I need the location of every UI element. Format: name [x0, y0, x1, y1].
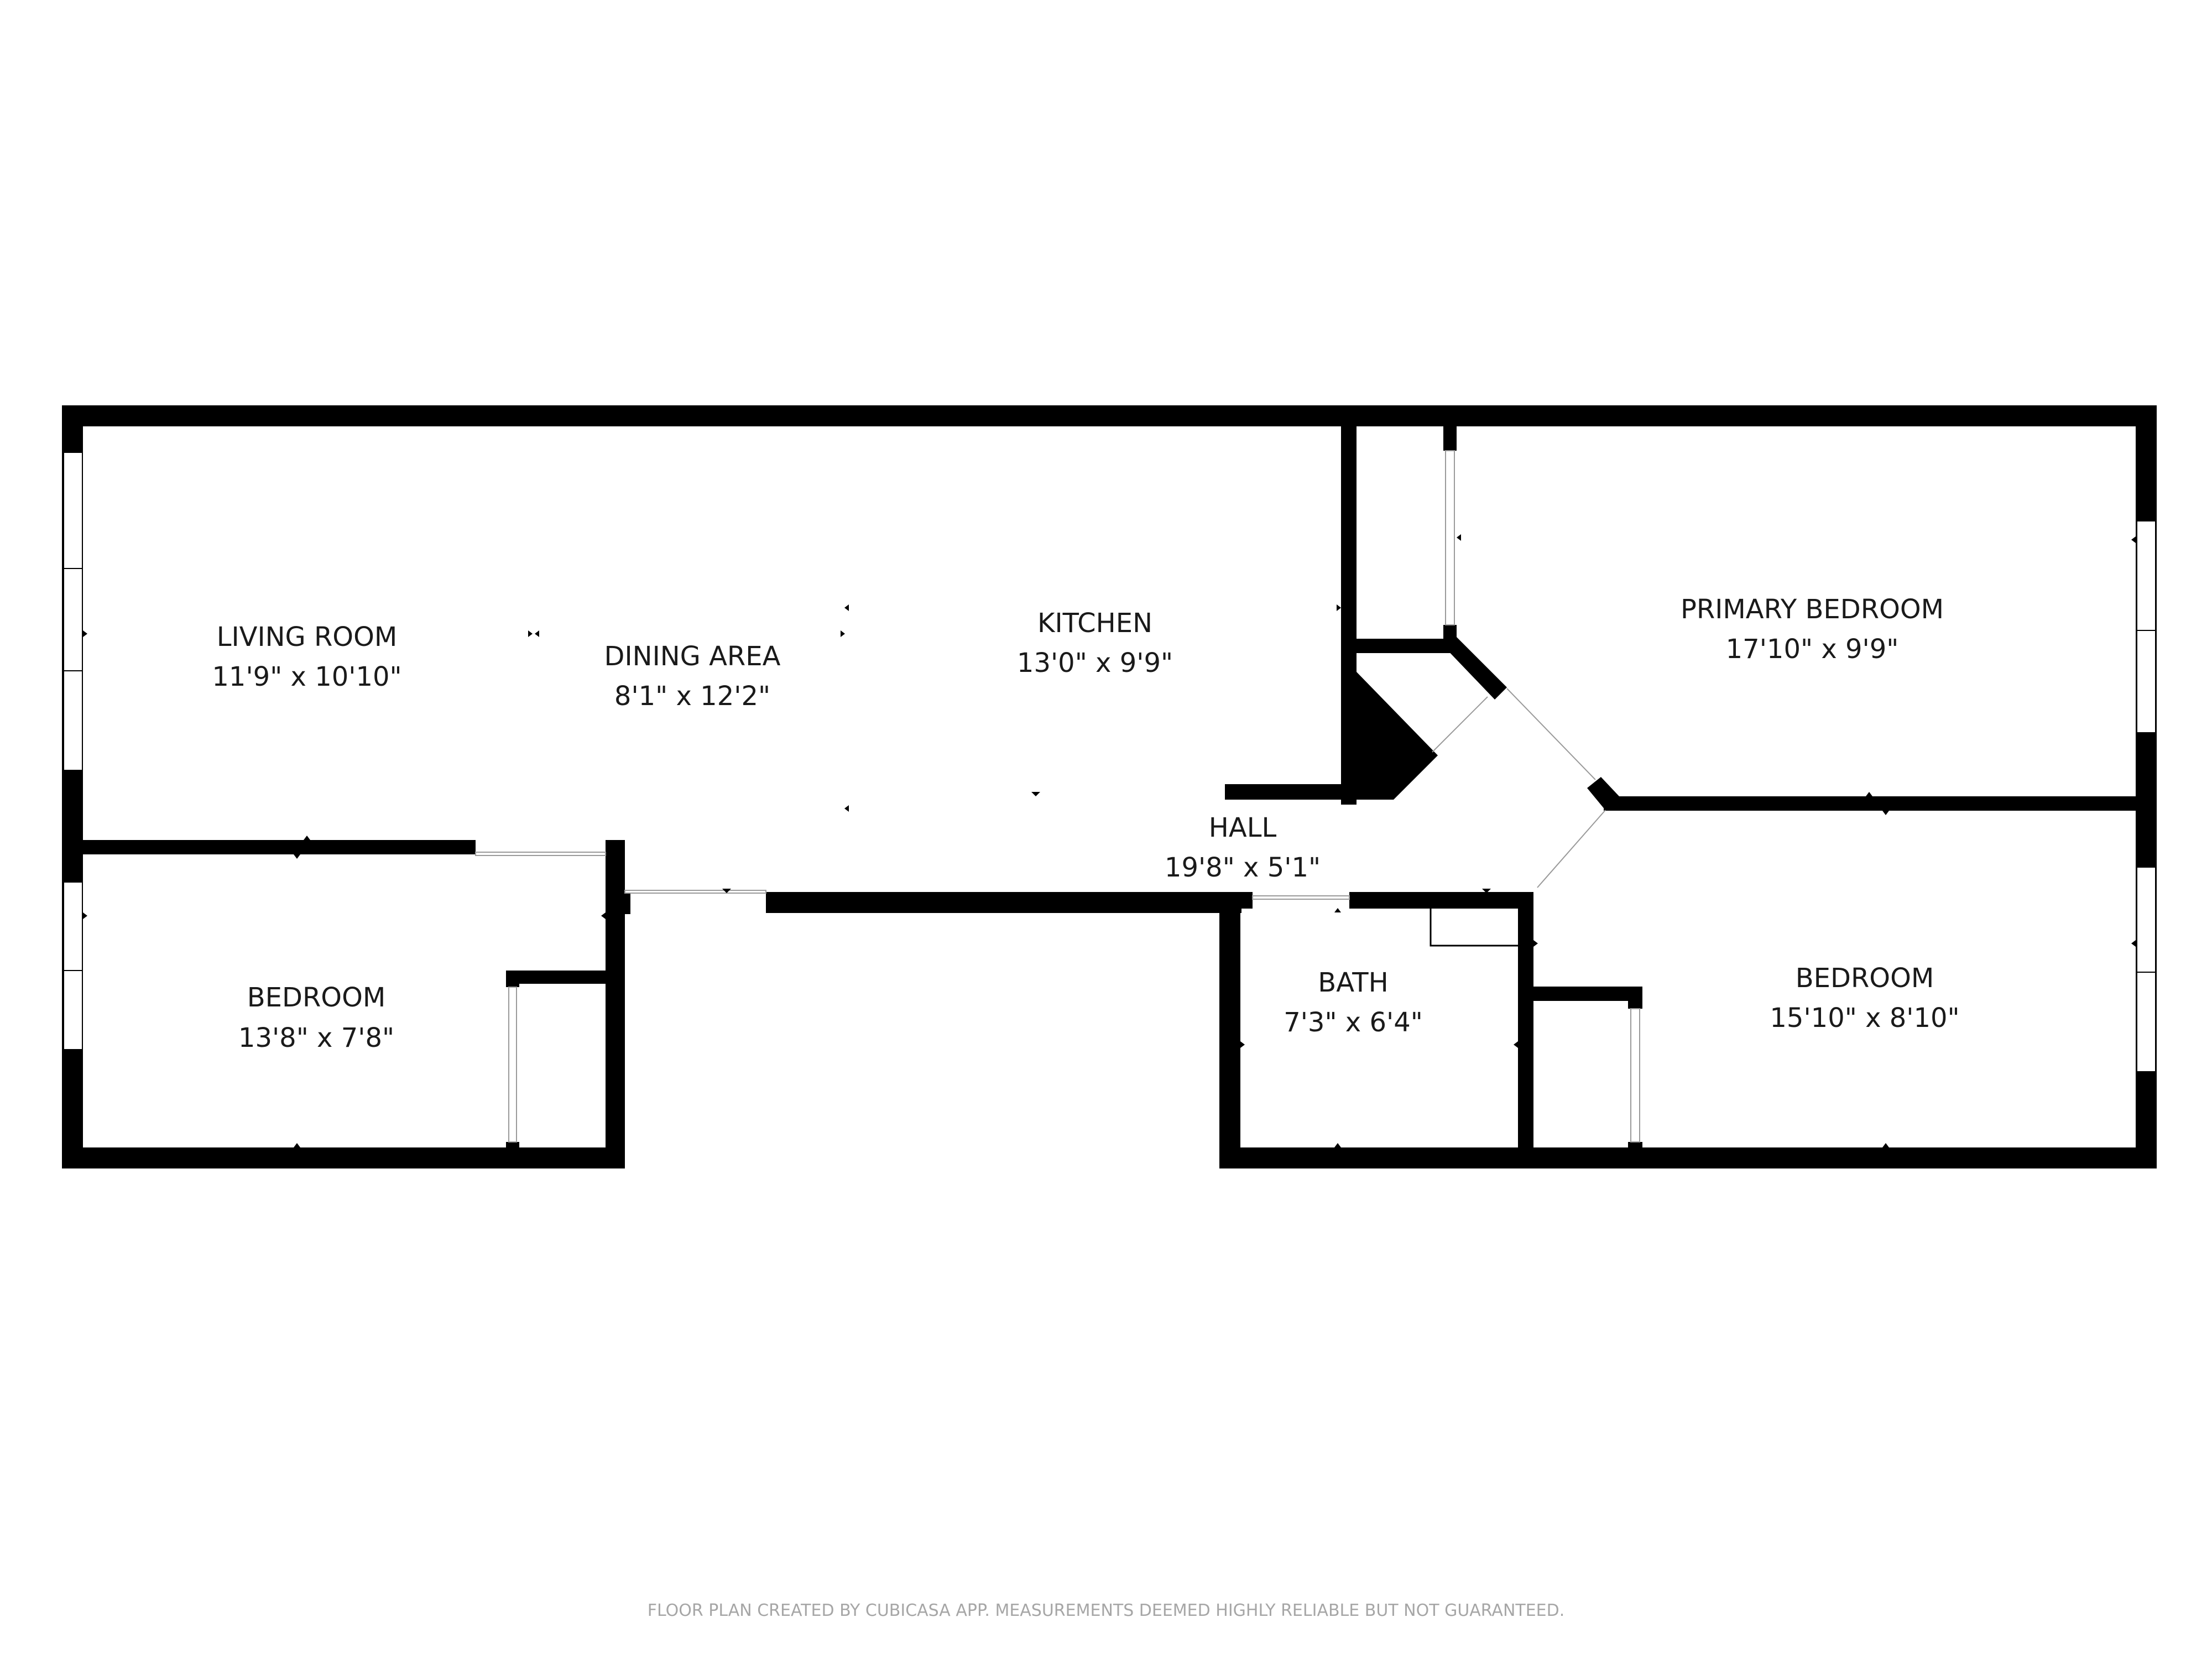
wall-bath-top-b [1349, 892, 1529, 909]
window-bedroom-right-2 [2136, 972, 2156, 1072]
wall-primary-bedroom [1604, 796, 2136, 811]
marker [1337, 604, 1341, 611]
walls [62, 405, 2157, 1168]
window-living-1 [63, 452, 83, 569]
marker [1482, 889, 1491, 893]
living-room-name: LIVING ROOM [217, 622, 398, 653]
dimension-markers [83, 422, 2136, 1147]
marker [1533, 940, 1538, 947]
window-bedroom-right-1 [2136, 867, 2156, 973]
wall-bottom-left [62, 1147, 625, 1168]
marker [83, 912, 87, 919]
bedroom-right-dims: 15'10" x 8'10" [1770, 1003, 1959, 1034]
hall-name: HALL [1209, 812, 1277, 843]
wall-closet-top [506, 971, 617, 984]
door-diagonal-upper [1432, 696, 1488, 753]
door-diagonal-bedroom [1537, 810, 1606, 888]
wall-living-bedroom [62, 840, 476, 854]
window-bedroom-left-2 [63, 970, 83, 1050]
wall-diagonal-mid [1587, 777, 1619, 810]
door-dining-hall [624, 890, 766, 894]
windows [63, 452, 2156, 1072]
dining-area-dims: 8'1" x 12'2" [614, 681, 770, 712]
primary-bedroom-name: PRIMARY BEDROOM [1681, 594, 1944, 625]
door-chase [1445, 450, 1455, 625]
wall-chase-side-top [1443, 405, 1457, 451]
wall-hall-south [766, 892, 1241, 913]
door-bath [1252, 895, 1350, 900]
marker [1866, 422, 1872, 426]
wall-top [62, 405, 2157, 426]
window-primary-1 [2136, 520, 2156, 631]
wall-chase-top [1341, 639, 1457, 653]
marker [304, 836, 310, 840]
marker [722, 889, 731, 893]
primary-bedroom-dims: 17'10" x 9'9" [1726, 634, 1899, 665]
kitchen-name: KITCHEN [1037, 608, 1152, 639]
door-left-bedroom [475, 852, 606, 856]
wall-diagonal-upper [1444, 637, 1507, 700]
marker [528, 630, 533, 637]
marker [601, 912, 606, 919]
wall-bath-top-a [1219, 892, 1253, 909]
marker [844, 805, 849, 812]
wall-closet-side [506, 971, 519, 987]
window-living-3 [63, 670, 83, 771]
marker [1866, 792, 1872, 796]
bath-fixture [1430, 906, 1525, 947]
marker [2131, 940, 2136, 947]
marker [2131, 536, 2136, 543]
wall-right-closet-side-bottom [1628, 1142, 1642, 1150]
marker [1034, 422, 1040, 426]
hall-dims: 19'8" x 5'1" [1165, 852, 1321, 883]
bath-name: BATH [1318, 967, 1388, 998]
kitchen-dims: 13'0" x 9'9" [1017, 648, 1173, 679]
wall-diagonal-lower [1518, 892, 1533, 912]
window-primary-2 [2136, 630, 2156, 733]
wall-chase-triangle [1357, 672, 1438, 800]
marker [1882, 811, 1889, 815]
door-diagonal-primary [1506, 688, 1596, 780]
bedroom-left-name: BEDROOM [247, 982, 386, 1013]
marker [1457, 534, 1461, 541]
wall-bottom-right [1219, 1147, 2157, 1168]
wall-right-closet-top [1532, 987, 1642, 1001]
wall-closet-side-bottom [506, 1142, 519, 1150]
living-room-dims: 11'9" x 10'10" [212, 661, 401, 692]
marker [1882, 1143, 1889, 1147]
marker [304, 422, 310, 426]
door-closet-left [508, 987, 517, 1142]
footer-disclaimer: FLOOR PLAN CREATED BY CUBICASA APP. MEAS… [648, 1601, 1565, 1620]
window-bedroom-left-1 [63, 881, 83, 971]
wall-bath-east [1518, 892, 1533, 1168]
wall-left-bedroom-stub [606, 893, 630, 914]
dining-area-name: DINING AREA [604, 641, 781, 672]
room-labels: LIVING ROOM 11'9" x 10'10" DINING AREA 8… [212, 594, 1959, 1053]
marker [83, 630, 87, 637]
marker [294, 1143, 300, 1147]
marker [1514, 1041, 1518, 1048]
marker [844, 604, 849, 611]
door-closet-right [1630, 1008, 1640, 1142]
marker [1031, 792, 1040, 796]
bedroom-left-dims: 13'8" x 7'8" [238, 1022, 394, 1053]
marker [1240, 1041, 1245, 1048]
bath-dims: 7'3" x 6'4" [1284, 1007, 1423, 1038]
wall-right-closet-side [1628, 987, 1642, 1009]
marker [725, 422, 732, 426]
marker [1334, 1143, 1341, 1147]
bedroom-right-name: BEDROOM [1796, 963, 1934, 994]
marker [535, 630, 539, 637]
marker [841, 630, 845, 637]
marker [294, 854, 300, 859]
wall-bath-west [1219, 901, 1240, 1168]
wall-kitchen-east [1341, 405, 1357, 805]
wall-left-bedroom-east [606, 840, 625, 1168]
doors [475, 450, 1640, 1142]
marker [1334, 908, 1341, 912]
window-living-2 [63, 568, 83, 671]
